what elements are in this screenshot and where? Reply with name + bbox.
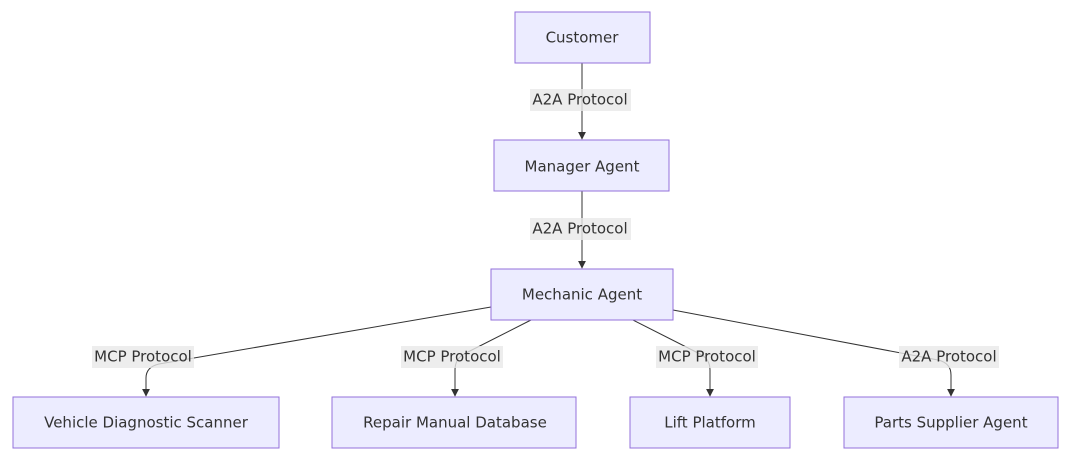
node-mechanic-agent: Mechanic Agent [490,268,674,321]
edge-label-mechanic-to-scanner: MCP Protocol [92,346,194,368]
node-label: Vehicle Diagnostic Scanner [44,414,249,432]
node-label: Mechanic Agent [522,286,642,304]
node-manager-agent: Manager Agent [493,139,670,192]
node-vehicle-diagnostic-scanner: Vehicle Diagnostic Scanner [12,396,280,449]
edge-label-mechanic-to-manual: MCP Protocol [401,346,503,368]
edge-label-text: A2A Protocol [532,220,627,238]
edge-label-text: A2A Protocol [532,91,627,109]
edge-labels: A2A Protocol A2A Protocol MCP Protocol M… [92,89,999,368]
node-label: Lift Platform [664,414,755,432]
edge-label-text: MCP Protocol [403,348,501,366]
node-parts-supplier-agent: Parts Supplier Agent [843,396,1059,449]
edge-label-customer-to-manager: A2A Protocol [530,89,631,111]
edge-label-mechanic-to-supplier: A2A Protocol [899,346,999,368]
node-label: Parts Supplier Agent [874,414,1027,432]
edge-label-text: MCP Protocol [94,348,192,366]
edge-label-text: A2A Protocol [901,348,996,366]
node-repair-manual-database: Repair Manual Database [331,396,577,449]
edge-label-mechanic-to-lift: MCP Protocol [656,346,758,368]
node-label: Manager Agent [525,158,640,176]
nodes: Customer Manager Agent Mechanic Agent Ve… [12,11,1059,449]
node-label: Repair Manual Database [363,414,547,432]
edge-label-text: MCP Protocol [658,348,756,366]
node-customer: Customer [514,11,651,64]
edge-label-manager-to-mechanic: A2A Protocol [530,218,631,240]
node-label: Customer [546,29,620,47]
node-lift-platform: Lift Platform [629,396,791,449]
